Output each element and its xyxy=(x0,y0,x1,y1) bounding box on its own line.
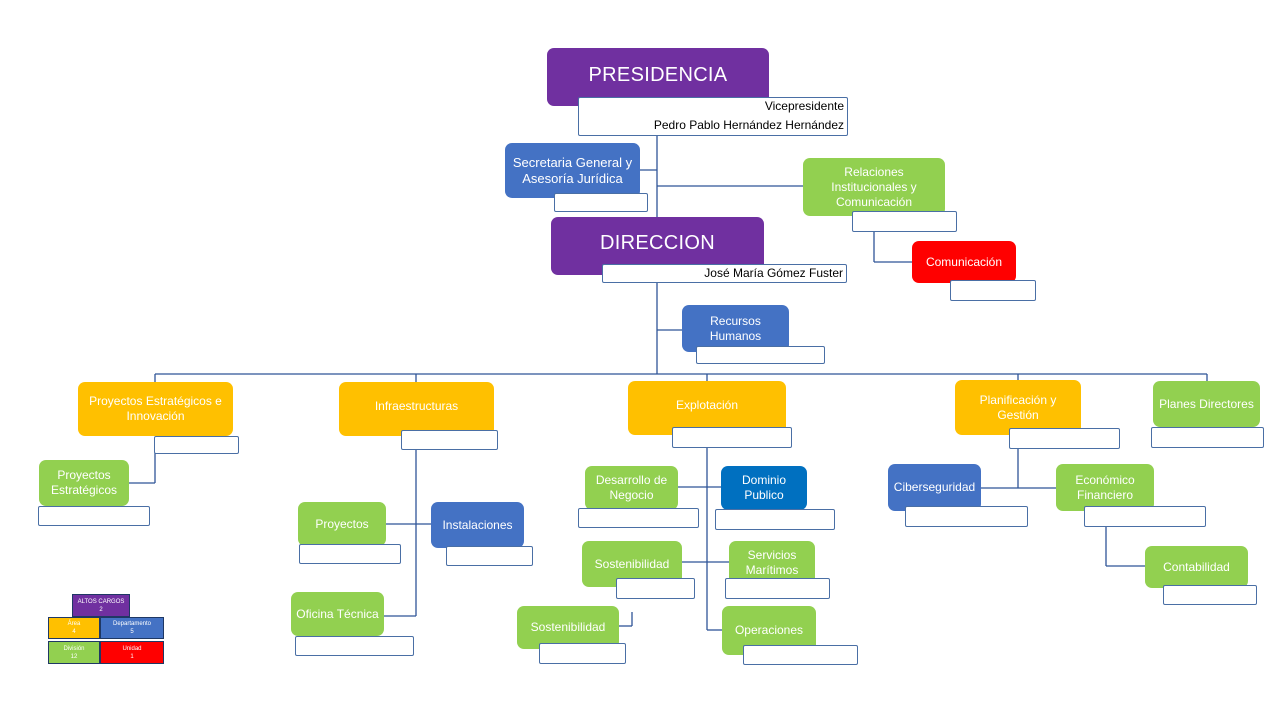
planes-directores-label: Planes Directores xyxy=(1159,396,1254,411)
legend-altos-cargos: ALTOS CARGOS 2 xyxy=(72,594,130,617)
node-desarrollo-negocio: Desarrollo de Negocio xyxy=(585,466,678,510)
presidencia-person: Pedro Pablo Hernández Hernández xyxy=(653,118,844,132)
instalaciones-label: Instalaciones xyxy=(442,517,513,532)
sostenibilidad-1-subbox xyxy=(616,578,695,599)
presidencia-box: PRESIDENCIA xyxy=(547,48,769,106)
operaciones-label: Operaciones xyxy=(734,623,804,637)
rrhh-subbox xyxy=(696,346,825,364)
planes-directores-subbox xyxy=(1151,427,1264,448)
presidencia-title: PRESIDENCIA xyxy=(588,63,728,86)
relaciones-label: Relaciones Institucionales y Comunicació… xyxy=(831,164,917,209)
sostenibilidad-2-subbox xyxy=(539,643,626,664)
secretaria-subbox xyxy=(554,193,648,212)
planificacion-label: Planificación y Gestión xyxy=(979,392,1057,422)
node-instalaciones: Instalaciones xyxy=(431,502,524,548)
node-recursos-humanos: Recursos Humanos xyxy=(682,305,789,352)
presidencia-role: Vicepresidente xyxy=(764,99,844,113)
infraestructuras-label: Infraestructuras xyxy=(374,398,459,413)
node-servicios-maritimos: Servicios Marítimos xyxy=(729,541,815,585)
proyectos-estrategicos-label: Proyectos Estratégicos xyxy=(50,468,118,497)
legend: ALTOS CARGOS 2 Área 4 Departamento 5 Div… xyxy=(48,594,164,664)
node-ciberseguridad: Ciberseguridad xyxy=(888,464,981,511)
node-dominio-publico: Dominio Publico xyxy=(721,466,807,510)
node-comunicacion: Comunicación xyxy=(912,241,1016,283)
oficina-tecnica-subbox xyxy=(295,636,414,656)
instalaciones-subbox xyxy=(446,546,533,566)
ciberseguridad-subbox xyxy=(905,506,1028,527)
node-proyectos: Proyectos xyxy=(298,502,386,546)
infraestructuras-subbox xyxy=(401,430,498,450)
comunicacion-subbox xyxy=(950,280,1036,301)
node-relaciones-institucionales: Relaciones Institucionales y Comunicació… xyxy=(803,158,945,216)
sostenibilidad-2-label: Sostenibilidad xyxy=(530,620,606,634)
desarrollo-negocio-subbox xyxy=(578,508,699,528)
operaciones-subbox xyxy=(743,645,858,665)
node-sostenibilidad-2: Sostenibilidad xyxy=(517,606,619,649)
comunicacion-label: Comunicación xyxy=(925,254,1003,269)
rrhh-label: Recursos Humanos xyxy=(709,313,762,343)
node-secretaria-general: Secretaria General y Asesoría Jurídica xyxy=(505,143,640,198)
node-contabilidad: Contabilidad xyxy=(1145,546,1248,588)
direccion-person: José María Gómez Fuster xyxy=(704,266,843,280)
oficina-tecnica-label: Oficina Técnica xyxy=(296,606,379,621)
dominio-publico-subbox xyxy=(715,509,835,530)
ciberseguridad-label: Ciberseguridad xyxy=(893,480,976,494)
node-economico-financiero: Económico Financiero xyxy=(1056,464,1154,511)
proyectos-subbox xyxy=(299,544,401,564)
servicios-maritimos-label: Servicios Marítimos xyxy=(745,548,799,577)
node-explotacion: Explotación xyxy=(628,381,786,435)
legend-area: Área 4 xyxy=(48,617,100,639)
economico-label: Económico Financiero xyxy=(1075,472,1135,502)
dominio-publico-label: Dominio Publico xyxy=(741,473,786,502)
legend-departamento: Departamento 5 xyxy=(100,617,164,639)
secretaria-label: Secretaria General y Asesoría Jurídica xyxy=(512,154,633,186)
legend-unidad: Unidad 1 xyxy=(100,641,164,664)
proyectos-estrategicos-subbox xyxy=(38,506,150,526)
sostenibilidad-1-label: Sostenibilidad xyxy=(594,556,670,571)
presidencia-subbox: Vicepresidente Pedro Pablo Hernández Her… xyxy=(578,97,848,136)
economico-subbox xyxy=(1084,506,1206,527)
legend-division: División 12 xyxy=(48,641,100,664)
contabilidad-label: Contabilidad xyxy=(1163,559,1230,574)
node-oficina-tecnica: Oficina Técnica xyxy=(291,592,384,636)
node-infraestructuras: Infraestructuras xyxy=(339,382,494,436)
direccion-subbox: José María Gómez Fuster xyxy=(602,264,847,283)
node-proyectos-estrategicos: Proyectos Estratégicos xyxy=(39,460,129,506)
pei-subbox xyxy=(154,436,239,454)
node-proyectos-estrategicos-innovacion: Proyectos Estratégicos e Innovación xyxy=(78,382,233,436)
servicios-maritimos-subbox xyxy=(725,578,830,599)
explotacion-label: Explotación xyxy=(675,397,739,412)
node-planes-directores: Planes Directores xyxy=(1153,381,1260,427)
desarrollo-negocio-label: Desarrollo de Negocio xyxy=(595,473,668,502)
explotacion-subbox xyxy=(672,427,792,448)
planificacion-subbox xyxy=(1009,428,1120,449)
contabilidad-subbox xyxy=(1163,585,1257,605)
proyectos-label: Proyectos xyxy=(315,516,369,531)
pei-label: Proyectos Estratégicos e Innovación xyxy=(89,394,222,423)
relaciones-subbox xyxy=(852,211,957,232)
node-planificacion-gestion: Planificación y Gestión xyxy=(955,380,1081,435)
direccion-title: DIRECCION xyxy=(600,231,715,254)
